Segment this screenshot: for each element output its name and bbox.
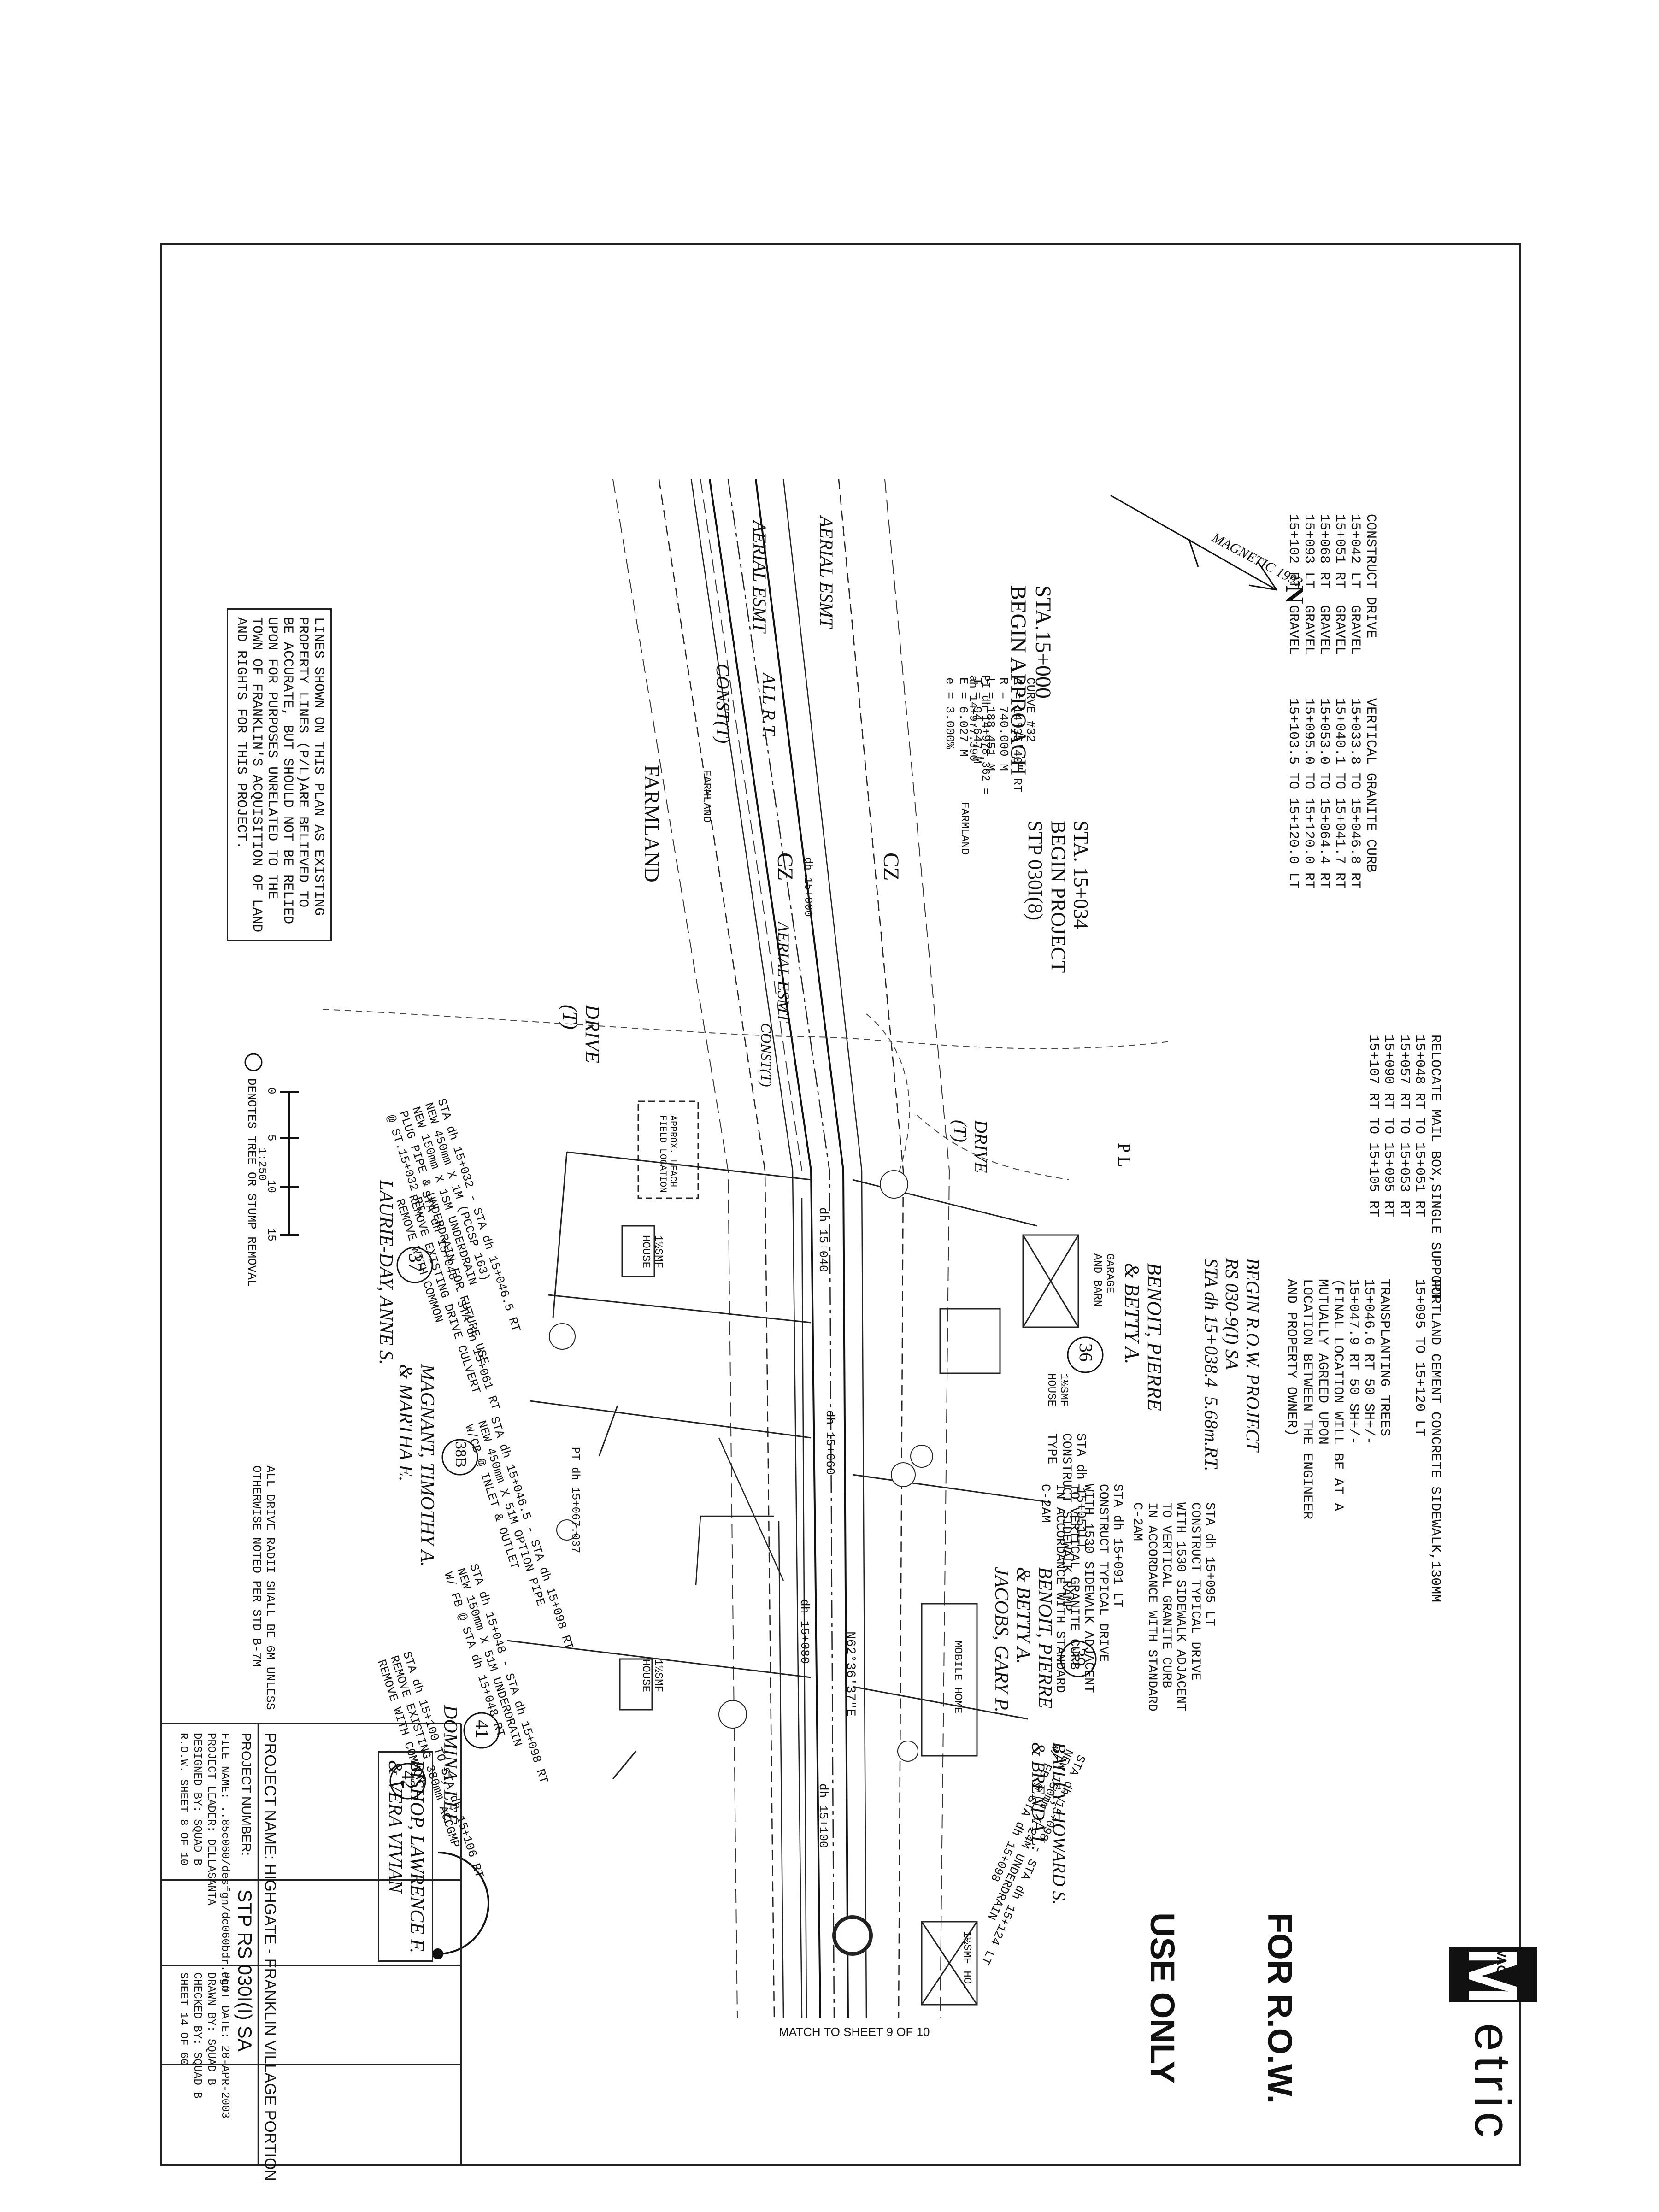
owner-37: LAURIE-DAY, ANNE S. [375,1180,396,1365]
logo-word: etric [1464,2023,1521,2142]
garage-label: GARAGE AND BARN [1091,1253,1116,1307]
title-block-lines [160,1723,462,2166]
construct-drive-note: CONSTRUCT DRIVE 15+042 LT GRAVEL 15+051 … [1285,514,1378,655]
match-line-label: MATCH TO SHEET 9 OF 10 [779,2025,930,2039]
bearing-label: N62°36'37"E [843,1631,857,1717]
const-label-1: CONST(T) [712,664,733,744]
begin-row-label: BEGIN R.O.W. PROJECT RS 030-9(I) SA STA … [1201,1258,1263,1471]
mailbox-note: RELOCATE MAIL BOX,SINGLE SUPPORT 15+048 … [1365,1035,1443,1300]
aerial-label-1: AERIAL ESMT [816,516,837,628]
house-label-2: 1½SMF HOUSE [639,1235,664,1269]
farmland-label-2: FARMLAND [700,770,712,823]
project-name: PROJECT NAME: HIGHGATE - FRANKLIN VILLAG… [261,1733,279,2181]
sheet-number: SHEET 14 OF 60 [177,1972,189,2065]
station-100: dh 15+100 [816,1783,830,1848]
trees-note: TRANSPLANTING TREES 15+046.6 RT 50 SH+/-… [1283,1279,1392,1520]
lines-disclaimer: LINES SHOWN ON THIS PLAN AS EXISTING PRO… [227,608,332,941]
owner-41: DOMINA, LEE [440,1705,461,1824]
designed-by: DESIGNED BY: SQUAD B [191,1733,203,1866]
mobile-home-label: MOBILE HOME [951,1641,964,1714]
scale-bar [280,1091,299,1236]
parcel-number-39: 39 [1069,1648,1089,1666]
farmland-label-3: FARMLAND [958,802,971,855]
parcel-number-41: 41 [472,1720,493,1738]
road-edges [658,479,904,2019]
owner-42: BISHOP, LAWRENCE F. & VERA VIVIAN [377,1751,433,1962]
tree-symbols [549,1170,933,1956]
parcel-circles [389,1247,1104,1800]
house-label-1: 1½SMF HOUSE [1045,1373,1070,1407]
row-stamp-line2: USE ONLY [1143,1912,1182,2084]
station-000: dh 15+000 [801,857,814,917]
north-arrow [1110,494,1277,591]
scale-tick-0: 0 [265,1088,277,1094]
pt-station: PT dh 15+067.037 [569,1447,581,1553]
sidewalk-note: PORTLAND CEMENT CONCRETE SIDEWALK,130MM … [1412,1279,1443,1603]
project-number: STP RS 030I(I) SA [234,1889,256,2052]
begin-project-label: STA. 15+034 BEGIN PROJECT STP 030I(8) [1024,820,1092,973]
house-label-4: 1½SMF HO. [960,1931,973,1991]
drive-label-1: DRIVE (T) [558,1005,604,1064]
drawn-by: DRAWN BY: SQUAD B [205,1972,217,2085]
parcel-number-36: 36 [1076,1343,1096,1362]
aerial-label-3: AERIAL ESMT [774,922,793,1023]
station-080: dh 15+080 [798,1599,812,1664]
aerial-label-2: AERIAL ESMT [749,521,770,633]
station-060: dh 15+060 [823,1410,837,1475]
drive-radii-note: ALL DRIVE RADII SHALL BE 6M UNLESS OTHER… [249,1465,277,1710]
scale-tick-5: 5 [265,1135,277,1141]
project-number-label: PROJECT NUMBER: [239,1733,253,1856]
owner-36: BENOIT, PIERRE & BETTY A. [1120,1263,1166,1411]
owner-39: BENOIT, PIERRE & BETTY A. JACOBS, GARY P… [990,1567,1055,1712]
vertical-curb-note: VERTICAL GRANITE CURB 15+033.8 TO 15+046… [1285,698,1378,889]
drive-typical-note: STA dh 15+095 LT CONSTRUCT TYPICAL DRIVE… [1130,1502,1217,1712]
scale-unit: 1:250 [255,1147,268,1181]
property-line-marker: P L [1114,1143,1134,1167]
project-leader: PROJECT LEADER: DELLASANTA [205,1733,217,1906]
row-use-only-stamp: FOR R.O.W. USE ONLY [1103,1912,1378,2104]
farmland-label-1: FARMLAND [640,765,664,882]
owner-38b: MAGNANT, TIMOTHY A. & MARTHA E. [394,1364,438,1567]
parcel-number-38b: 38B [452,1441,469,1468]
buildings [619,1100,1079,2006]
logo-tag: VAOT [1494,1949,1508,1982]
metric-logo: M [1449,1947,1537,2005]
plot-date: PLOT DATE: 28-APR-2003 [218,1972,231,2118]
cz-label-1: CZ [879,853,903,881]
house-label-3: 1½SMF HOUSE [639,1659,664,1693]
property-lines [506,1151,1051,1779]
row-sheet: R.O.W. SHEET 8 OF 10 [177,1733,189,1866]
drawing-frame [160,243,1521,2166]
parcel-number-37: 37 [405,1253,426,1272]
all-rt-label: ALL R.T. [759,673,779,738]
drive-label-2: DRIVE (T) [950,1120,991,1173]
const-label-2: CONST(T) [758,1023,775,1087]
pi-station: PI dh 14+978.362 = ah 14+977.390 [966,675,991,795]
cz-label-2: CZ [773,853,797,881]
leach-field-label: APPROX. LEACH FIELD LOCATION [657,1115,678,1193]
row-stamp-line1: FOR R.O.W. [1260,1912,1299,2104]
tree-legend-text: DENOTES TREE OR STUMP REMOVAL [245,1078,259,1287]
checked-by: CHECKED BY: SQUAD B [191,1972,203,2099]
road-centerline [709,479,849,2019]
station-040: dh 15+040 [816,1207,830,1272]
scale-tick-10: 10 [265,1180,277,1193]
tree-legend-symbol [244,1053,263,1071]
owner-bailey: BAILEY, HOWARD S. & BRENDA L. [1028,1742,1070,1905]
pipe-lines [695,1198,807,2019]
scale-tick-15: 15 [265,1228,277,1241]
file-name: FILE NAME: ..85c060/desfgn/dc060bdr.dgn [218,1733,231,1992]
